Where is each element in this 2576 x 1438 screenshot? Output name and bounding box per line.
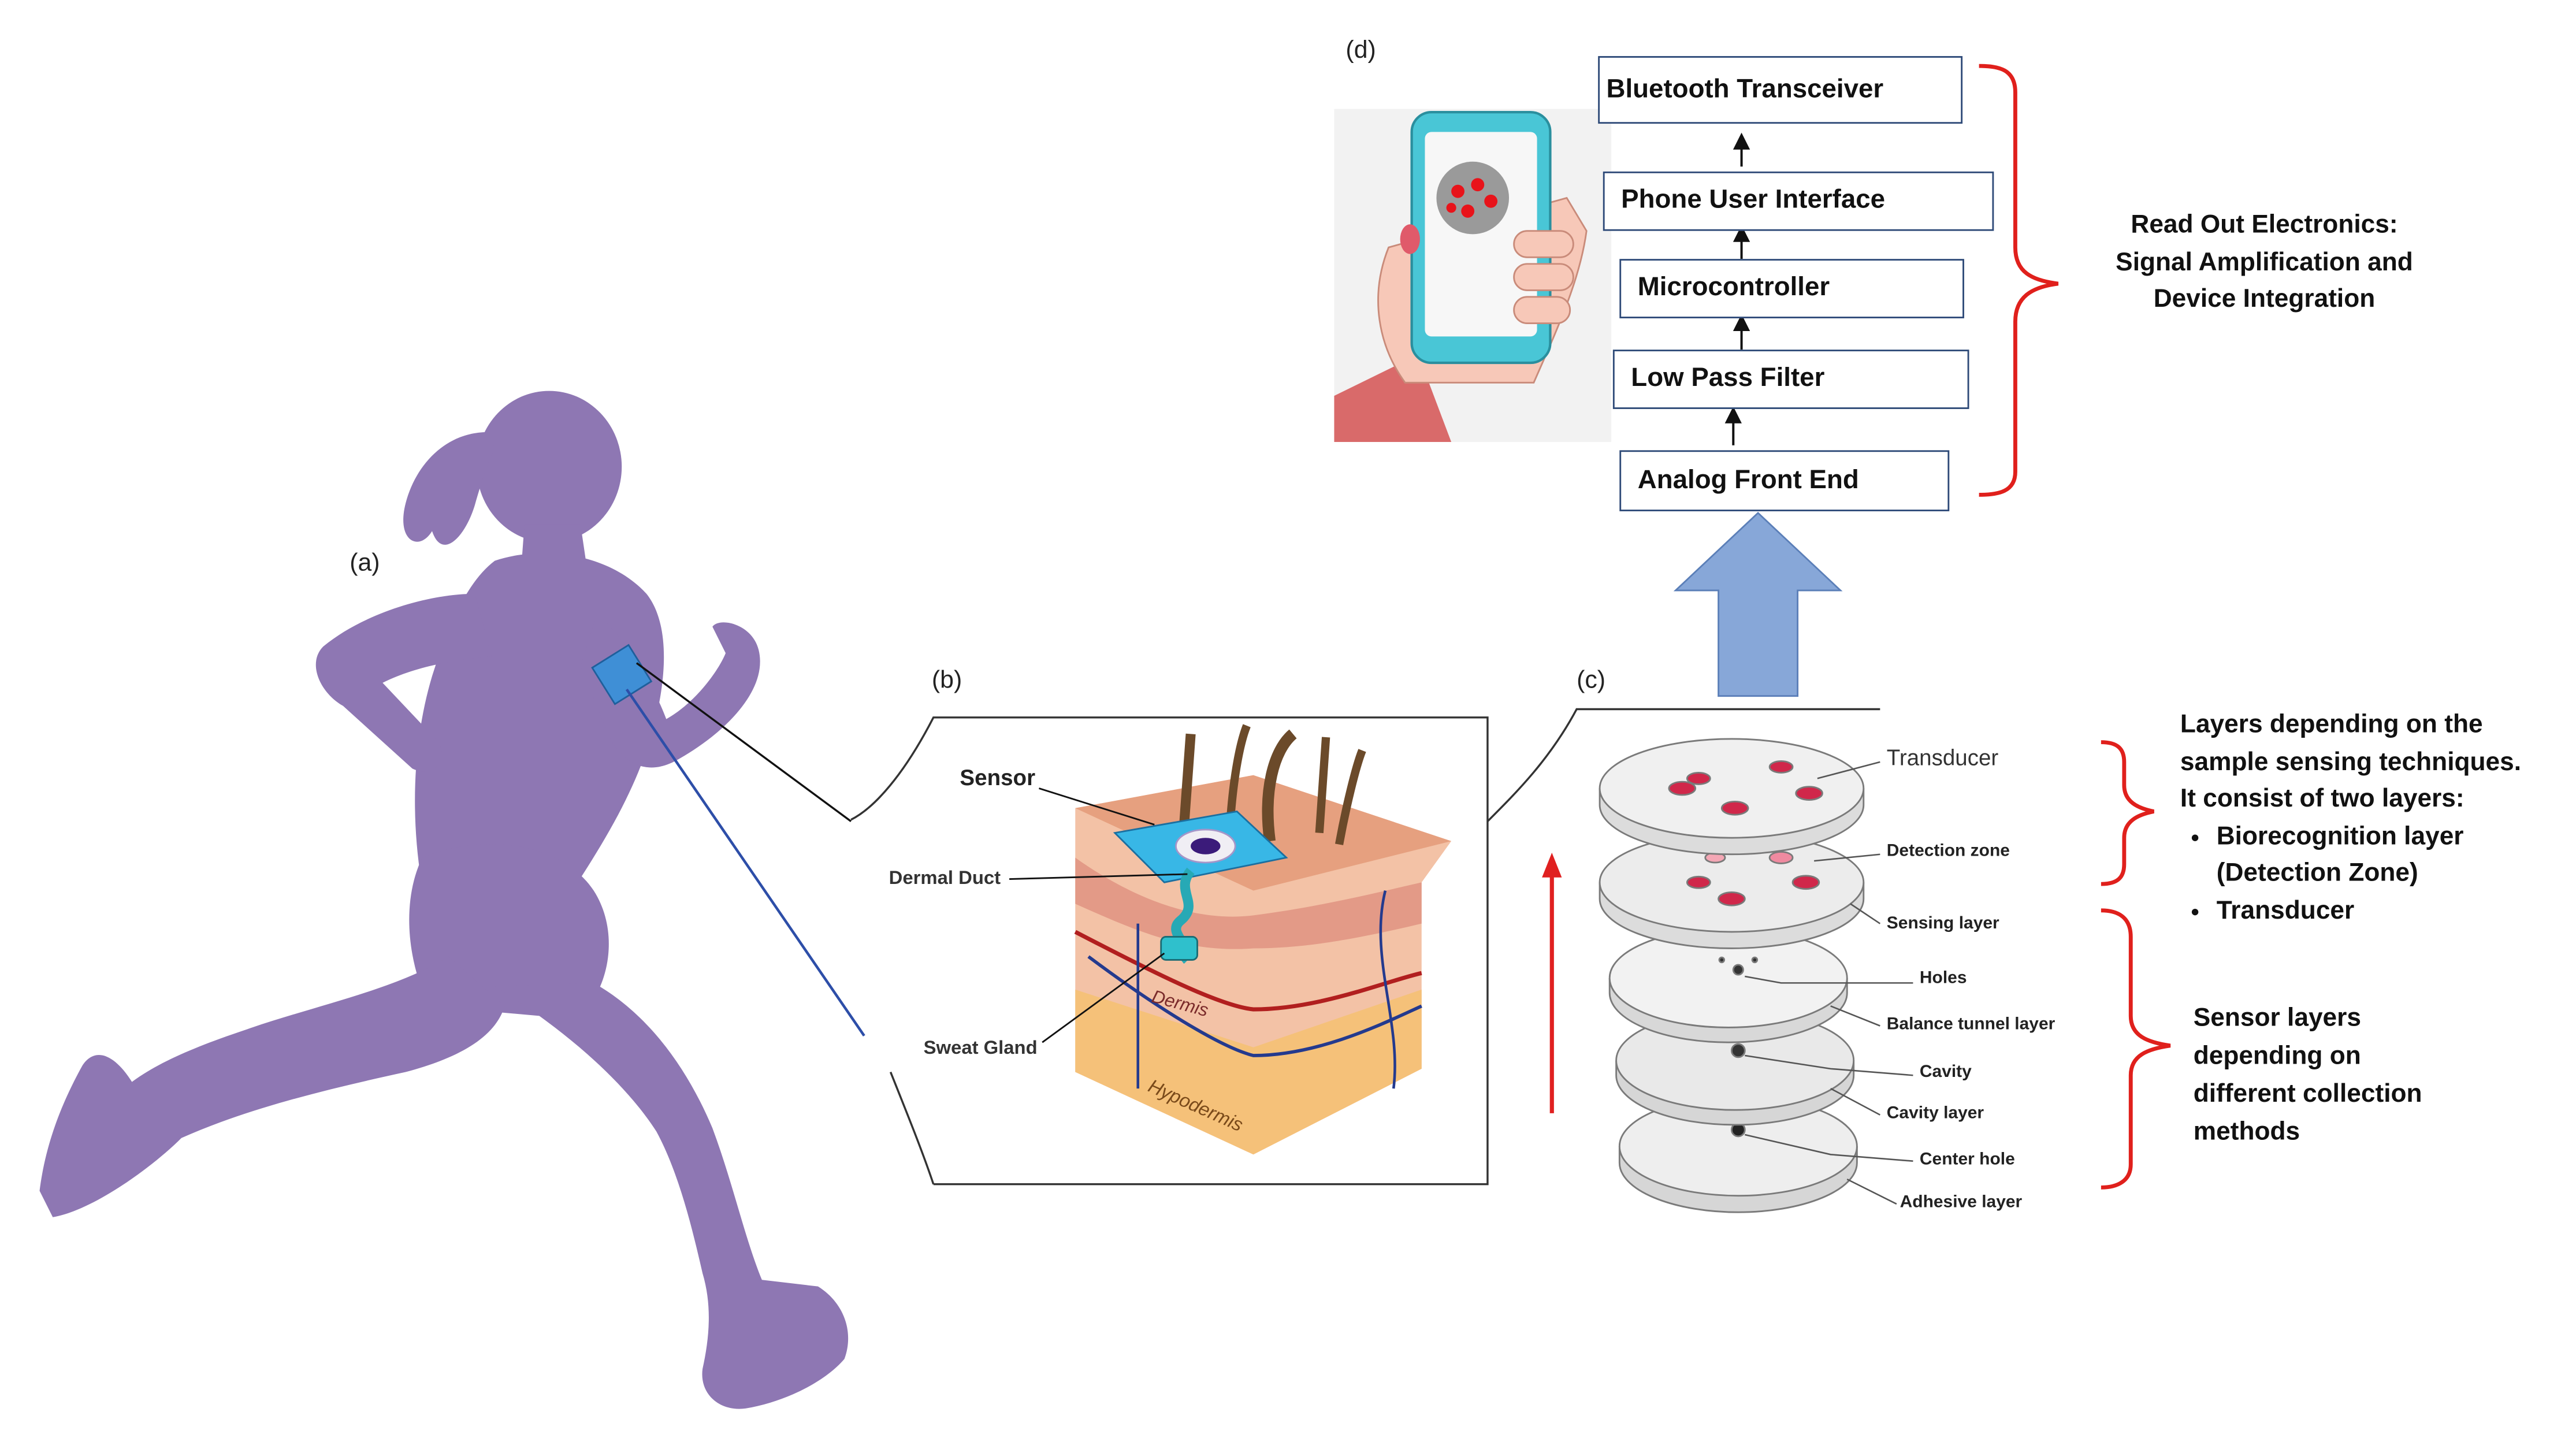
- caption-line: Device Integration: [2153, 285, 2376, 314]
- upward-flow-arrow: [1542, 852, 1562, 1113]
- sensor-layers-note: Sensor layers depending on different col…: [2194, 999, 2422, 1151]
- panel-label-c: (c): [1577, 666, 1606, 694]
- red-brackets: [1979, 64, 2171, 1190]
- skin-panel-frame: [850, 716, 1489, 1186]
- label-sweat-gland: Sweat Gland: [923, 1039, 1038, 1059]
- panel-label-d: (d): [1345, 36, 1376, 65]
- block-analog-front-end: Analog Front End: [1619, 450, 1950, 511]
- block-microcontroller: Microcontroller: [1619, 259, 1964, 318]
- label-cavity-layer: Cavity layer: [1886, 1103, 1984, 1124]
- note-line: It consist of two layers:: [2180, 785, 2465, 813]
- label-transducer: Transducer: [1886, 745, 1999, 771]
- note-line: Sensor layers: [2193, 1004, 2362, 1033]
- layers-note: Layers depending on the sample sensing t…: [2180, 708, 2521, 930]
- smartphone-in-hand-icon: [1334, 109, 1612, 443]
- block-label: Low Pass Filter: [1631, 364, 1825, 393]
- panel-label-b: (b): [931, 666, 962, 694]
- label-adhesive-layer: Adhesive layer: [1900, 1192, 2023, 1213]
- note-bullet: Transducer: [2217, 893, 2521, 930]
- label-dermal-duct: Dermal Duct: [889, 869, 1001, 889]
- arm-sensor-patch: [591, 644, 653, 705]
- layer-leader-lines: [1744, 761, 1913, 1205]
- label-holes: Holes: [1919, 968, 1967, 988]
- label-cavity: Cavity: [1919, 1062, 1972, 1082]
- block-bluetooth-transceiver: Bluetooth Transceiver: [1598, 56, 1963, 124]
- caption-line: Read Out Electronics:: [2131, 211, 2398, 239]
- block-arrows: [1724, 132, 1750, 445]
- block-low-pass-filter: Low Pass Filter: [1612, 350, 1969, 409]
- block-label: Microcontroller: [1637, 273, 1830, 302]
- big-up-arrow: [1673, 511, 1843, 697]
- note-line: different collection: [2193, 1080, 2422, 1109]
- block-label: Phone User Interface: [1621, 186, 1886, 215]
- note-line: Layers depending on the: [2180, 711, 2483, 739]
- readout-caption: Read Out Electronics: Signal Amplificati…: [2081, 208, 2448, 319]
- note-line: methods: [2193, 1118, 2300, 1147]
- block-label: Analog Front End: [1637, 466, 1859, 494]
- skin-cross-section: [1074, 724, 1452, 1155]
- label-detection-zone: Detection zone: [1886, 841, 2010, 861]
- label-sensing-layer: Sensing layer: [1886, 913, 1999, 934]
- label-center-hole: Center hole: [1919, 1149, 2015, 1169]
- block-label: Bluetooth Transceiver: [1606, 75, 1884, 103]
- block-phone-user-interface: Phone User Interface: [1603, 171, 1994, 231]
- note-bullet: Biorecognition layer(Detection Zone): [2217, 819, 2521, 893]
- panel-label-a: (a): [350, 549, 380, 578]
- caption-line: Signal Amplification and: [2116, 248, 2413, 277]
- sensor-layer-stack: [1599, 738, 1865, 1213]
- note-line: sample sensing techniques.: [2180, 748, 2522, 776]
- running-woman-silhouette-icon: [39, 391, 849, 1409]
- label-sensor: Sensor: [960, 765, 1036, 790]
- note-line: depending on: [2193, 1042, 2361, 1071]
- label-balance-tunnel-layer: Balance tunnel layer: [1886, 1014, 2055, 1034]
